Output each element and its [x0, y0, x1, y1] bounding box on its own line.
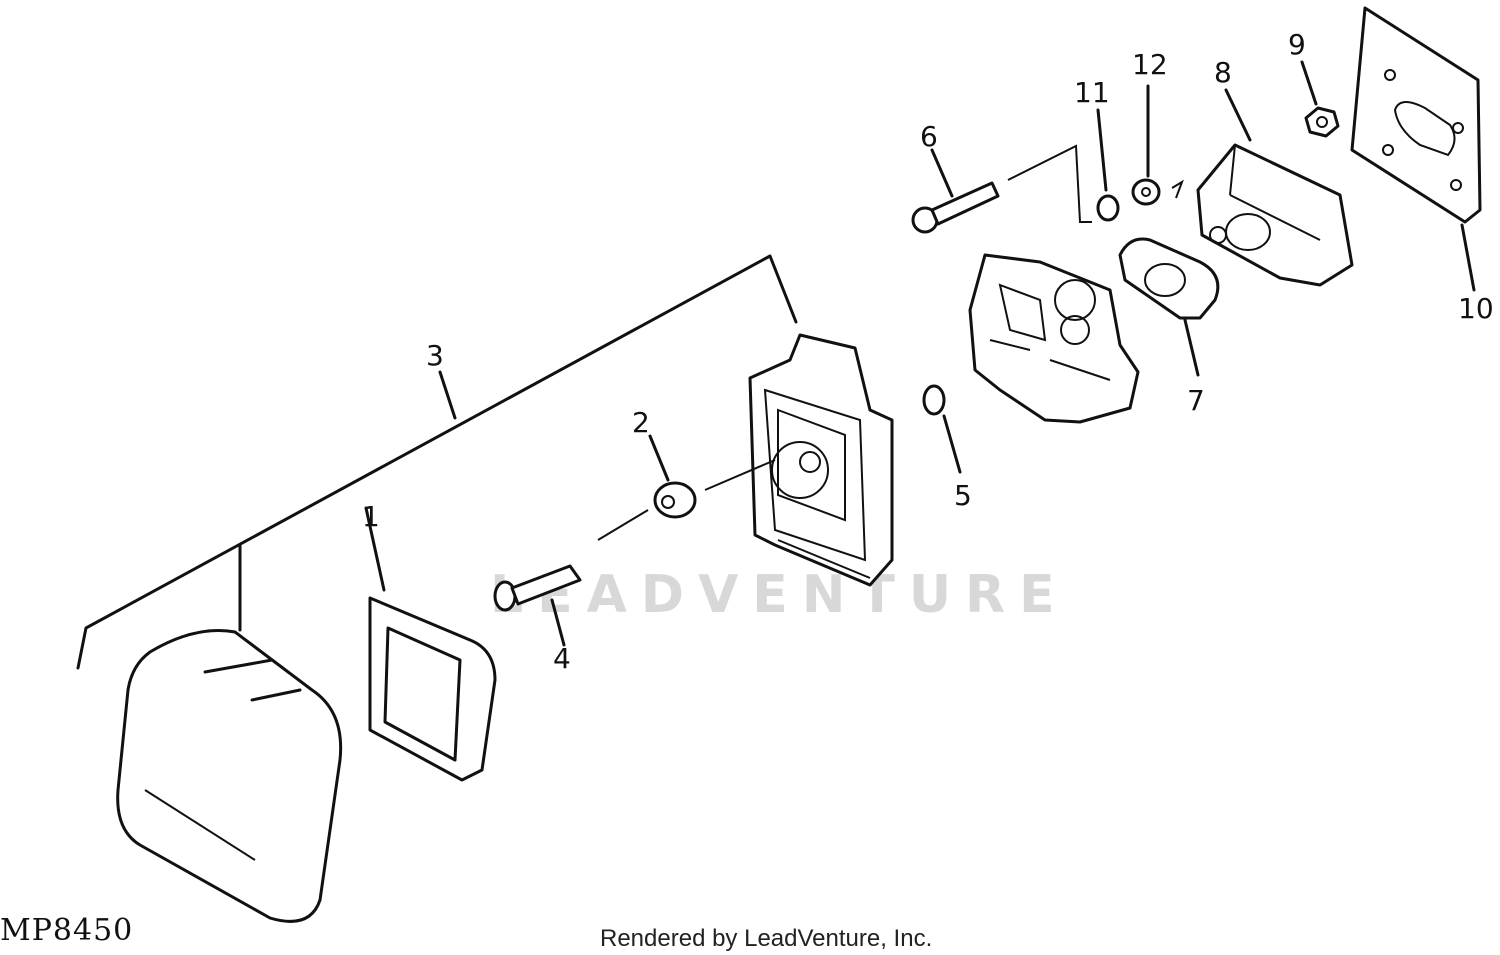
large-gasket — [1350, 6, 1482, 292]
air-filter-cover — [116, 629, 343, 923]
carburetor — [968, 253, 1140, 424]
footer-credit: Rendered by LeadVenture, Inc. — [600, 925, 932, 952]
figure-id: MP8450 — [0, 913, 133, 948]
callout-6: 6 — [920, 120, 938, 153]
air-cleaner-base — [748, 333, 894, 587]
callout-3: 3 — [426, 339, 444, 372]
lock-washer — [1096, 108, 1120, 222]
callout-4: 4 — [553, 642, 571, 675]
screw — [911, 144, 1092, 234]
callout-12: 12 — [1132, 48, 1168, 81]
nut — [1300, 60, 1340, 138]
callout-1: 1 — [362, 500, 380, 533]
callout-2: 2 — [632, 406, 650, 439]
callout-5: 5 — [954, 479, 972, 512]
bolt — [493, 564, 582, 647]
bracket-assembly-3 — [76, 254, 798, 670]
callout-8: 8 — [1214, 56, 1232, 89]
callout-10: 10 — [1458, 292, 1494, 325]
callout-7: 7 — [1187, 384, 1205, 417]
callout-11: 11 — [1074, 76, 1110, 109]
insulator-block — [1196, 88, 1354, 287]
callout-9: 9 — [1288, 28, 1306, 61]
filter-element — [364, 506, 497, 782]
spacer — [597, 434, 776, 541]
watermark: LEADVENTURE — [490, 565, 1069, 625]
gasket — [1118, 237, 1220, 377]
o-ring — [922, 384, 962, 474]
washer — [1131, 84, 1184, 206]
